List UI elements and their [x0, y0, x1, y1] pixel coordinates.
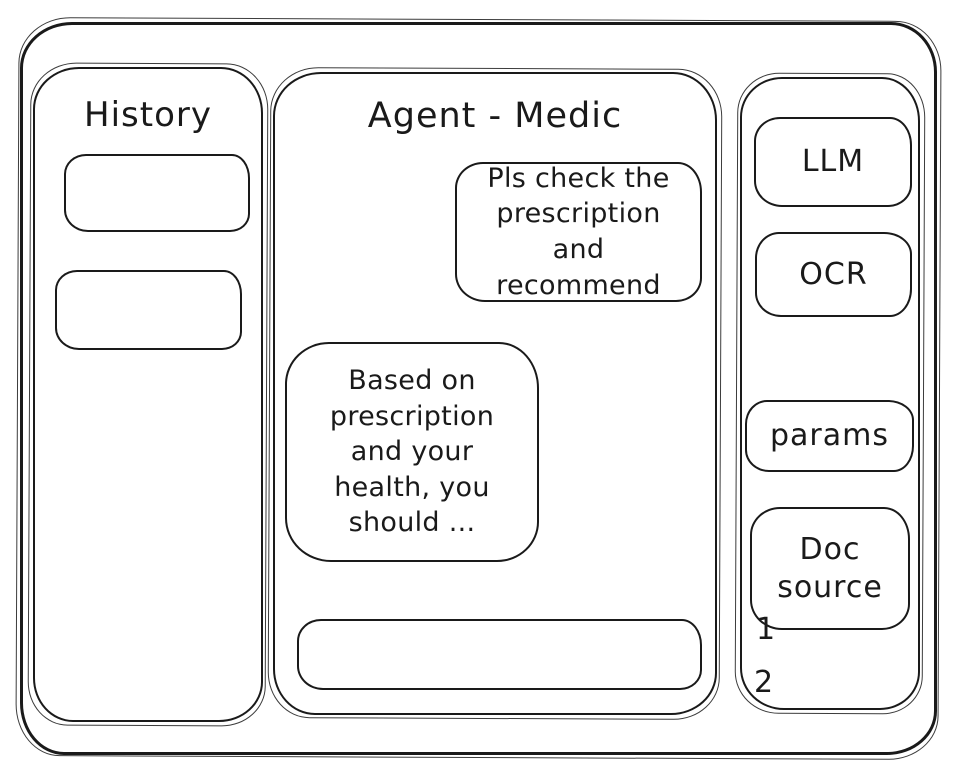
params-button-label: params — [770, 418, 889, 454]
user-message-bubble: Pls check the prescription and recommend — [455, 162, 702, 302]
ocr-button[interactable]: OCR — [755, 232, 912, 317]
chat-input[interactable] — [297, 619, 702, 690]
params-button[interactable]: params — [745, 400, 914, 472]
agent-message-text: Based on prescription and your health, y… — [329, 364, 495, 539]
llm-button-label: LLM — [801, 144, 865, 180]
agent-message-bubble: Based on prescription and your health, y… — [285, 342, 539, 562]
history-sidebar: History — [33, 67, 263, 722]
doc-source-item[interactable]: 1 — [756, 612, 776, 647]
doc-source-item[interactable]: 2 — [754, 665, 774, 700]
llm-button[interactable]: LLM — [754, 117, 912, 207]
doc-source-button-label: Doc source — [777, 532, 883, 605]
user-message-text: Pls check the prescription and recommend — [487, 162, 670, 301]
ocr-button-label: OCR — [799, 256, 868, 292]
tools-panel: LLM OCR params Doc source 1 2 — [740, 77, 920, 710]
history-item[interactable] — [64, 154, 250, 232]
history-item[interactable] — [55, 270, 242, 350]
chat-panel: Agent - Medic Pls check the prescription… — [273, 72, 717, 715]
doc-source-button[interactable]: Doc source — [750, 507, 910, 630]
chat-title: Agent - Medic — [367, 96, 623, 136]
history-title: History — [84, 95, 212, 135]
